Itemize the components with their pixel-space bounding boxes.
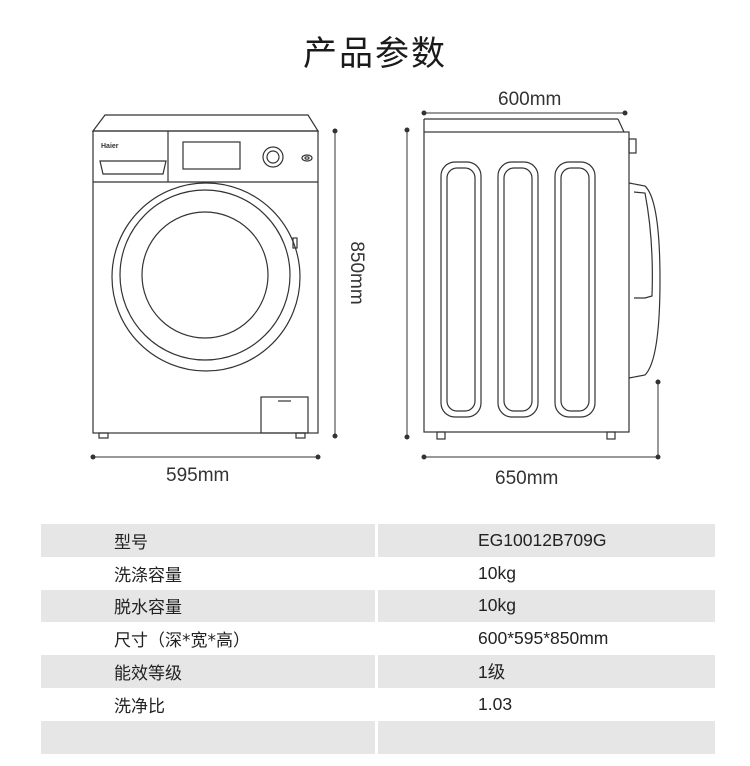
spec-value: 1.03 (378, 687, 715, 721)
spec-row: 脱水容量 10kg (41, 589, 715, 623)
spec-label: 洗净比 (41, 687, 375, 721)
dimension-height-label: 850mm (346, 241, 367, 305)
spec-divider (375, 524, 378, 557)
spec-label: 尺寸（深*宽*高） (41, 622, 375, 656)
spec-label (41, 720, 375, 754)
side-view-drawing (423, 118, 661, 440)
dimension-front-width-label: 595mm (166, 465, 230, 486)
spec-row: 型号 EG10012B709G (41, 524, 715, 557)
spec-row: 洗涤容量 10kg (41, 556, 715, 590)
spec-value: 1级 (378, 655, 715, 688)
spec-value: EG10012B709G (378, 524, 715, 557)
spec-value: 10kg (378, 556, 715, 590)
spec-label: 脱水容量 (41, 589, 375, 623)
spec-divider (375, 655, 378, 688)
spec-label: 能效等级 (41, 655, 375, 688)
spec-row (41, 720, 715, 754)
dimension-width-label: 600mm (498, 89, 562, 110)
spec-row: 洗净比 1.03 (41, 687, 715, 721)
brand-logo: Haier (101, 143, 119, 150)
spec-divider (375, 622, 378, 656)
front-view-drawing (91, 114, 320, 439)
dimension-depth-label: 650mm (495, 468, 559, 489)
spec-divider (375, 589, 378, 623)
spec-divider (375, 687, 378, 721)
page-title: 产品参数 (303, 34, 447, 74)
spec-value: 10kg (378, 589, 715, 623)
spec-table: 型号 EG10012B709G 洗涤容量 10kg 脱水容量 10kg 尺寸（深… (41, 524, 715, 754)
spec-row: 能效等级 1级 (41, 655, 715, 688)
spec-divider (375, 720, 378, 754)
spec-label: 型号 (41, 524, 375, 557)
spec-value: 600*595*850mm (378, 622, 715, 656)
spec-divider (375, 556, 378, 590)
spec-value (378, 720, 715, 754)
spec-row: 尺寸（深*宽*高） 600*595*850mm (41, 622, 715, 656)
spec-label: 洗涤容量 (41, 556, 375, 590)
